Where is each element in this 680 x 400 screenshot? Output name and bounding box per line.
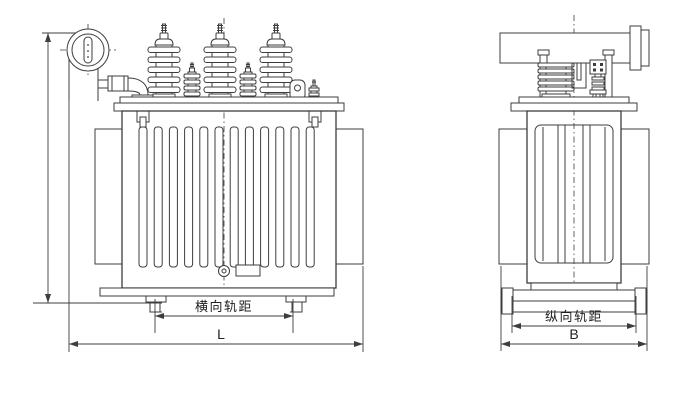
dimension-front-track-gauge: 横向轨距 (154, 299, 294, 333)
lv-bushing-icon (183, 62, 201, 101)
conservator-side-icon (499, 25, 650, 71)
dimension-overall-width: B (500, 266, 648, 351)
base-plate-side (530, 282, 618, 291)
hv-bushing-icon (147, 23, 181, 101)
fin-edges-side (534, 124, 614, 264)
oil-level-gauge-icon (83, 36, 93, 64)
front-track-gauge-label: 横向轨距 (195, 299, 253, 314)
radiator-side-panel-left (94, 128, 123, 265)
radiator-side-panel-right (620, 128, 650, 265)
overall-width-label: B (569, 326, 578, 342)
dimension-side-track-gauge: 纵向轨距 (511, 296, 637, 333)
drain-valve-icon (218, 265, 230, 277)
lid-hanger-icon (136, 110, 322, 128)
lv-bushing-icon (239, 62, 257, 101)
radiator-side-panel-left (498, 128, 528, 265)
radiator-side-panel-right (335, 128, 364, 265)
side-track-gauge-label: 纵向轨距 (545, 309, 603, 324)
oil-pipe-icon (571, 63, 587, 89)
tank-lid (113, 96, 345, 112)
tap-changer-icon (589, 59, 607, 101)
tank-lid-side (510, 96, 638, 112)
nameplate (235, 264, 261, 277)
corrugated-fins (138, 126, 315, 268)
dimension-height (33, 32, 162, 304)
hv-bushing-icon (203, 23, 237, 101)
side-view (498, 15, 650, 315)
base-channel (99, 287, 335, 297)
front-view (60, 18, 364, 313)
conservator-icon (60, 24, 116, 76)
hv-bushing-icon (259, 23, 293, 101)
hv-bushing-side-icon (537, 62, 575, 101)
conservator-end-flange (629, 25, 642, 71)
overall-length-label: L (217, 326, 225, 342)
dimension-overall-length: L (68, 101, 364, 352)
